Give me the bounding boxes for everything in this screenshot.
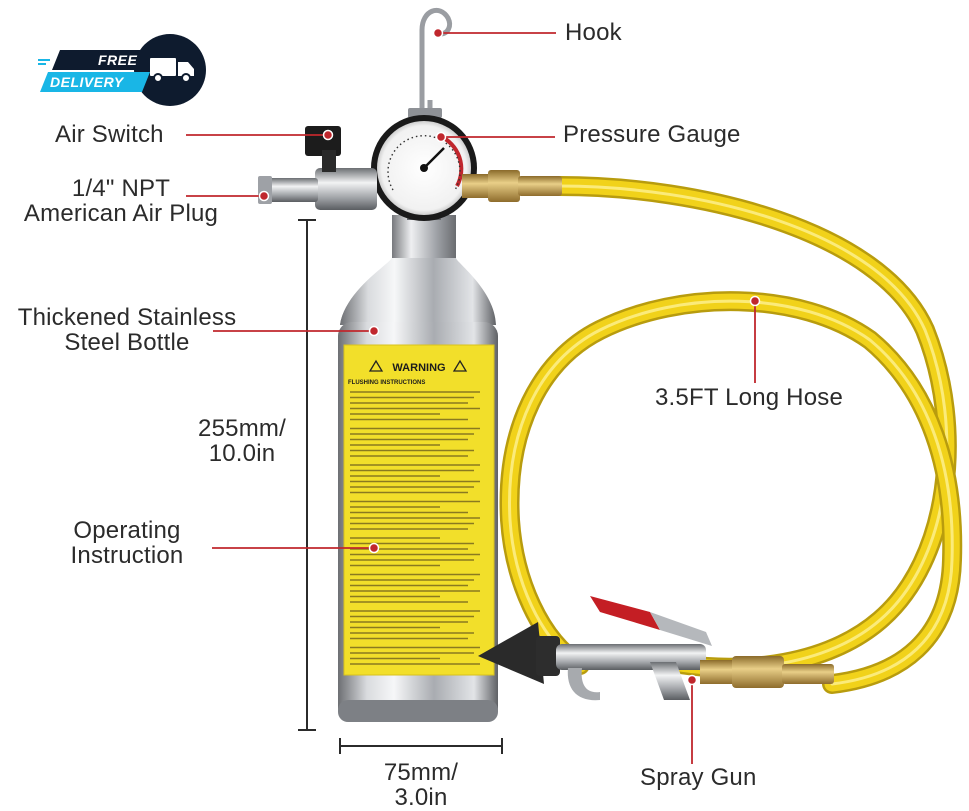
badge-line-delivery: DELIVERY [50, 74, 124, 90]
free-delivery-badge: FREE DELIVERY [38, 34, 210, 106]
label-height-line2: 10.0in [208, 440, 276, 467]
label-pressure-gauge: Pressure Gauge [563, 121, 741, 148]
label-height-line1: 255mm/ [198, 415, 286, 442]
instruction-marker [368, 542, 380, 554]
leader-dots [258, 27, 761, 686]
height-dimension [298, 219, 316, 731]
label-hook: Hook [565, 19, 622, 46]
label-instruction-line1: Operating [73, 517, 181, 544]
width-dimension [339, 738, 503, 754]
label-hose: 3.5FT Long Hose [655, 384, 844, 411]
label-height: 255mm/ 10.0in [183, 416, 301, 466]
gauge-marker [435, 131, 447, 143]
pressure-gauge [371, 115, 477, 221]
label-width-line1: 75mm/ [383, 759, 459, 786]
delivery-truck-icon [150, 58, 194, 83]
label-air-switch: Air Switch [55, 121, 164, 148]
label-width-line2: 3.0in [394, 784, 448, 811]
air-plug-marker [258, 190, 270, 202]
label-air-plug-line2: American Air Plug [23, 200, 219, 227]
fine-print-lines [350, 391, 480, 665]
warning-subtitle: FLUSHING INSTRUCTIONS [348, 380, 425, 386]
spray-gun-marker [686, 674, 698, 686]
label-instruction: Operating Instruction [56, 518, 198, 568]
warning-label: WARNING FLUSHING INSTRUCTIONS [343, 344, 495, 676]
hook-marker [432, 27, 444, 39]
warning-title: WARNING [392, 362, 445, 374]
hose-marker [749, 295, 761, 307]
label-bottle-line1: Thickened Stainless [17, 304, 237, 331]
label-bottle: Thickened Stainless Steel Bottle [2, 305, 252, 355]
label-air-plug: 1/4" NPT American Air Plug [4, 176, 238, 226]
bottle-marker [368, 325, 380, 337]
label-air-plug-line1: 1/4" NPT [71, 175, 171, 202]
label-bottle-line2: Steel Bottle [64, 329, 190, 356]
label-spray-gun: Spray Gun [640, 764, 757, 791]
warning-icon [452, 359, 468, 372]
label-instruction-line2: Instruction [70, 542, 184, 569]
hook [408, 7, 453, 121]
leader-lines [186, 32, 756, 764]
hose [499, 176, 963, 694]
warning-icon [368, 359, 384, 372]
label-width: 75mm/ 3.0in [366, 760, 476, 810]
air-switch-marker [322, 129, 334, 141]
spray-gun [478, 596, 834, 701]
air-plug [258, 178, 318, 202]
badge-line-free: FREE [98, 52, 138, 68]
